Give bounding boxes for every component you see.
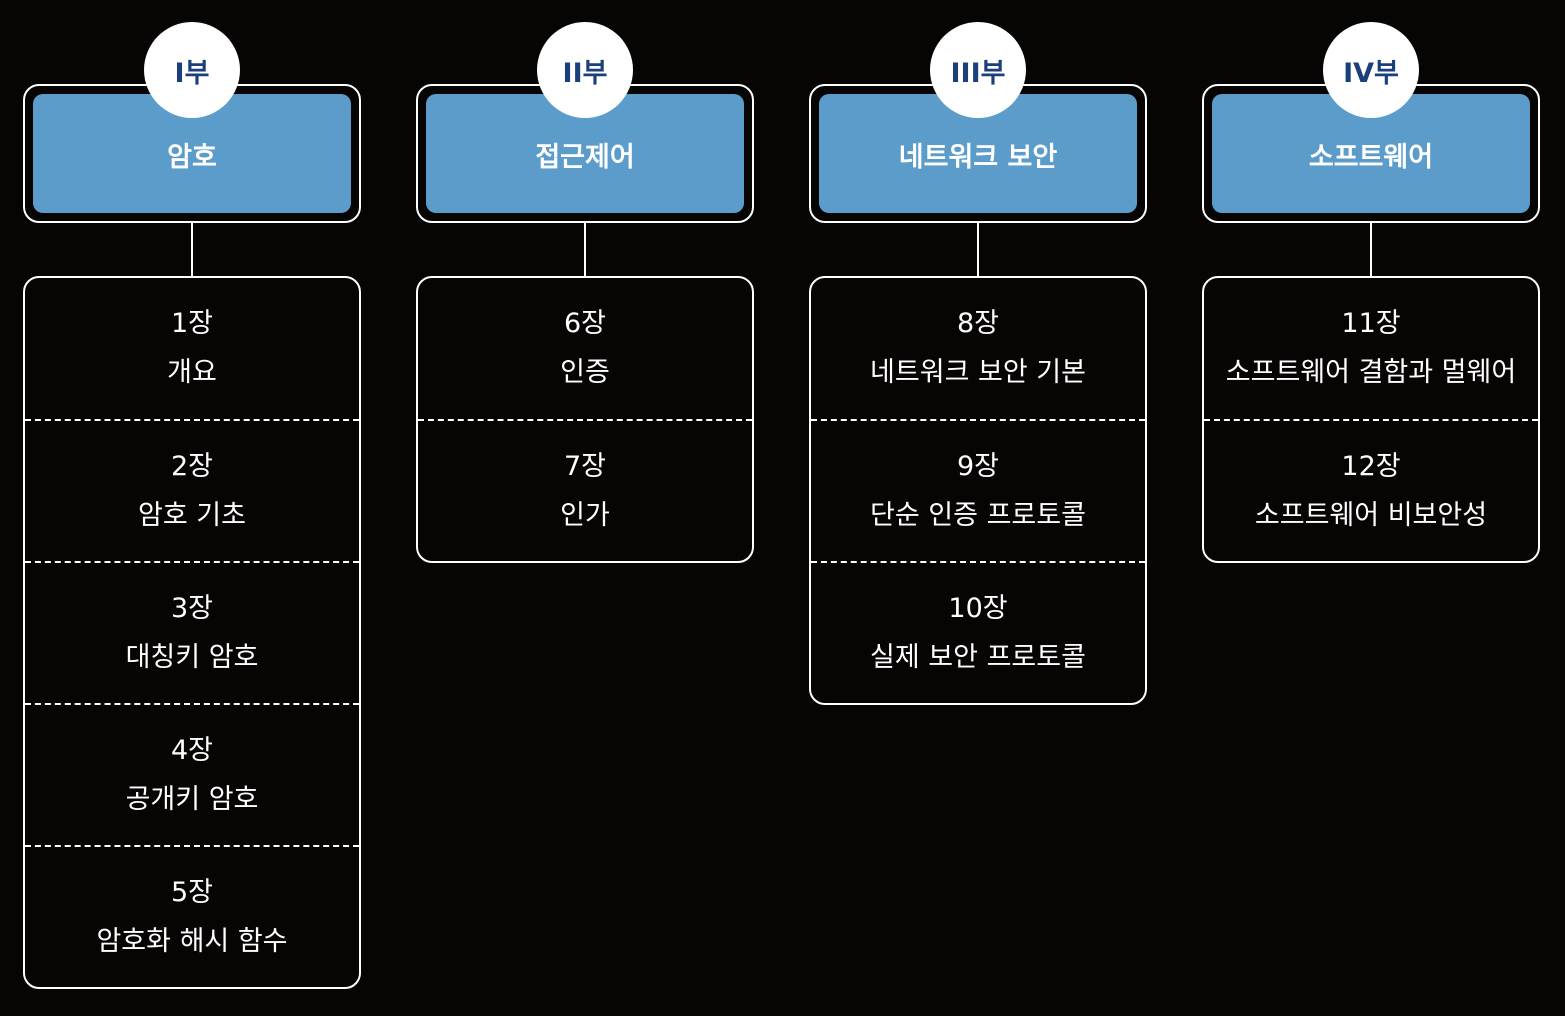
part-label: III부: [950, 57, 1006, 89]
chapter-number: 12장: [1341, 450, 1401, 482]
chapter-title: 개요: [167, 357, 217, 388]
chapter-number: 2장: [170, 450, 214, 482]
chapter-number: 5장: [170, 876, 214, 908]
chapter-title: 공개키 암호: [125, 783, 259, 815]
chapter-item: 12장 소프트웨어 비보안성: [1204, 419, 1538, 561]
chapter-number: 7장: [563, 450, 607, 482]
part-badge: IV부: [1323, 22, 1419, 118]
chapter-list: 11장 소프트웨어 결함과 멀웨어 12장 소프트웨어 비보안성: [1202, 276, 1540, 563]
part-badge: I부: [144, 22, 240, 118]
chapter-item: 6장 인증: [418, 278, 752, 419]
part-header-frame: 소프트웨어: [1202, 84, 1540, 223]
chapter-title: 단순 인증 프로토콜: [870, 499, 1086, 531]
part-title: 소프트웨어: [1308, 142, 1434, 173]
connector-line: [977, 223, 979, 276]
part-column-3: 네트워크 보안 III부 8장 네트워크 보안 기본 9장 단순 인증 프로토콜…: [809, 0, 1147, 1016]
chapter-item: 7장 인가: [418, 419, 752, 561]
chapter-item: 3장 대칭키 암호: [25, 561, 359, 703]
chapter-title: 암호 기초: [138, 499, 246, 531]
chapter-title: 대칭키 암호: [125, 641, 259, 673]
chapter-title: 네트워크 보안 기본: [870, 357, 1086, 388]
connector-line: [191, 223, 193, 276]
part-column-2: 접근제어 II부 6장 인증 7장 인가: [416, 0, 754, 1016]
chapter-title: 인가: [560, 499, 610, 531]
chapter-item: 10장 실제 보안 프로토콜: [811, 561, 1145, 703]
chapter-title: 인증: [560, 357, 610, 388]
part-label: I부: [174, 57, 210, 89]
part-title: 암호: [167, 142, 217, 173]
chapter-item: 4장 공개키 암호: [25, 703, 359, 845]
chapter-number: 9장: [956, 450, 1000, 482]
part-header-box: 접근제어: [426, 94, 744, 213]
part-badge: II부: [537, 22, 633, 118]
part-label: IV부: [1343, 57, 1399, 89]
part-label: II부: [562, 57, 608, 89]
chapter-title: 소프트웨어 결함과 멀웨어: [1225, 357, 1517, 388]
part-column-1: 암호 I부 1장 개요 2장 암호 기초 3장 대칭키 암호 4장 공개키 암호: [23, 0, 361, 1016]
chapter-item: 5장 암호화 해시 함수: [25, 845, 359, 987]
chapter-title: 실제 보안 프로토콜: [870, 641, 1086, 673]
connector-line: [584, 223, 586, 276]
part-title: 접근제어: [535, 142, 635, 173]
chapter-item: 2장 암호 기초: [25, 419, 359, 561]
connector-line: [1370, 223, 1372, 276]
chapter-item: 11장 소프트웨어 결함과 멀웨어: [1204, 278, 1538, 419]
chapter-item: 1장 개요: [25, 278, 359, 419]
chapter-title: 암호화 해시 함수: [96, 925, 288, 957]
part-title: 네트워크 보안: [898, 142, 1058, 173]
chapter-list: 8장 네트워크 보안 기본 9장 단순 인증 프로토콜 10장 실제 보안 프로…: [809, 276, 1147, 705]
chapter-list: 6장 인증 7장 인가: [416, 276, 754, 563]
chapter-number: 4장: [170, 734, 214, 766]
chapter-number: 3장: [170, 592, 214, 624]
chapter-number: 1장: [170, 308, 214, 339]
chapter-number: 6장: [563, 308, 607, 339]
part-badge: III부: [930, 22, 1026, 118]
chapter-number: 10장: [948, 592, 1008, 624]
chapter-item: 9장 단순 인증 프로토콜: [811, 419, 1145, 561]
chapter-item: 8장 네트워크 보안 기본: [811, 278, 1145, 419]
part-column-4: 소프트웨어 IV부 11장 소프트웨어 결함과 멀웨어 12장 소프트웨어 비보…: [1202, 0, 1540, 1016]
chapter-title: 소프트웨어 비보안성: [1254, 499, 1488, 531]
chapter-number: 11장: [1341, 308, 1401, 339]
chapter-list: 1장 개요 2장 암호 기초 3장 대칭키 암호 4장 공개키 암호 5장 암호…: [23, 276, 361, 989]
chapter-number: 8장: [956, 308, 1000, 339]
